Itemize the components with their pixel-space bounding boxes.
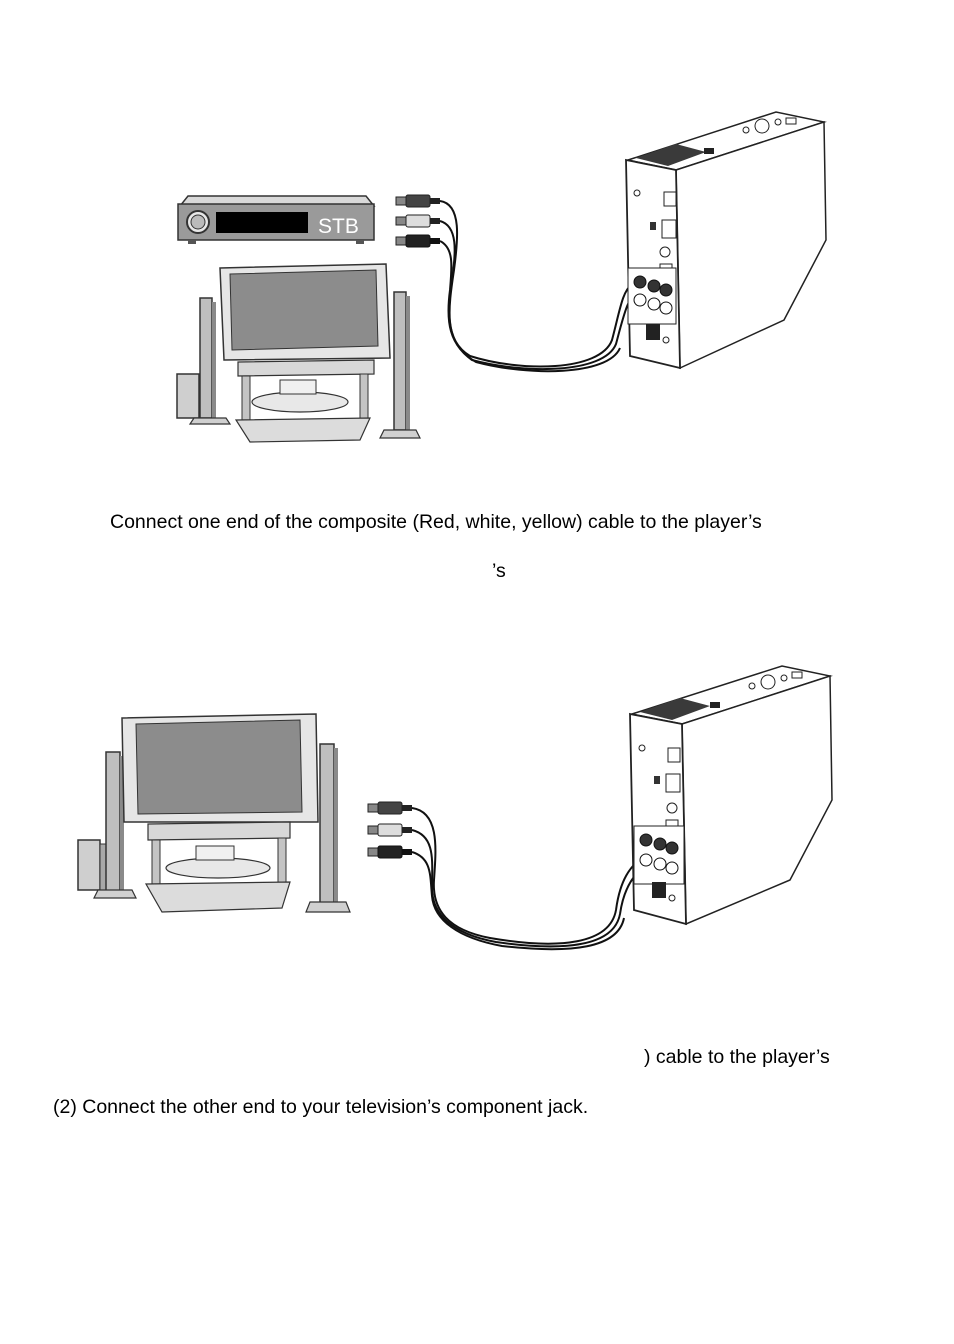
media-player-icon (629, 665, 833, 926)
figure-composite-connection: STB (176, 111, 827, 443)
instruction-line-4: (2) Connect the other end to your televi… (53, 1096, 589, 1118)
figure-component-connection (77, 665, 833, 951)
rca-plugs-icon (367, 801, 412, 859)
instruction-line-3: ) cable to the player’s (644, 1046, 830, 1068)
composite-cable (439, 200, 641, 373)
component-cable (411, 807, 653, 951)
instruction-line-1: Connect one end of the composite (Red, w… (110, 511, 762, 533)
speaker-right-icon (305, 743, 351, 913)
media-player-icon (625, 111, 827, 370)
instruction-line-2: ’s (492, 560, 506, 582)
rca-plugs-icon (395, 194, 440, 248)
television-icon (121, 713, 319, 913)
speaker-left-icon (77, 751, 137, 899)
speaker-right-icon (379, 291, 421, 439)
television-icon (219, 263, 391, 443)
speaker-left-icon (176, 297, 232, 425)
stb-label: STB (318, 215, 359, 238)
set-top-box: STB (177, 195, 376, 244)
